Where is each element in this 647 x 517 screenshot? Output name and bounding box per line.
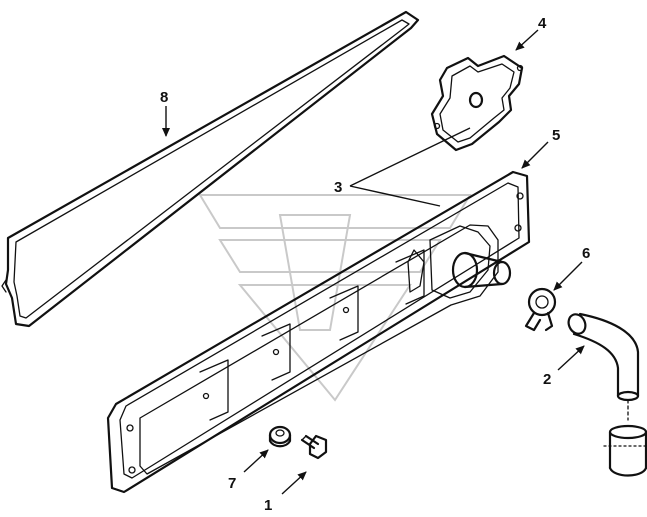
- callout-3: 3: [334, 179, 342, 196]
- leader-5: [521, 141, 549, 169]
- callout-leaders: [162, 29, 585, 495]
- callout-2: 2: [543, 371, 551, 388]
- watermark-logo: [198, 194, 472, 402]
- callout-6: 6: [582, 245, 590, 262]
- seal-washer-part-7: [268, 425, 292, 448]
- leader-1: [281, 471, 307, 495]
- clamp-part-6: [524, 287, 557, 332]
- callout-5: 5: [552, 127, 560, 144]
- callout-labels: 8 4 5 3 6 2 7 1: [160, 15, 590, 514]
- valve-cover-part-5: [106, 170, 531, 494]
- bolt-part-1: [300, 434, 328, 460]
- callout-8: 8: [160, 89, 168, 106]
- leader-3b: [349, 185, 441, 207]
- callout-1: 1: [264, 497, 272, 514]
- leader-6: [553, 261, 583, 291]
- leader-2: [557, 345, 585, 371]
- leader-4: [515, 29, 539, 51]
- baffle-plate-part-4: [430, 54, 524, 152]
- callout-4: 4: [538, 15, 547, 32]
- breather-hose-part-2: [567, 312, 647, 477]
- leader-7: [243, 449, 269, 473]
- callout-7: 7: [228, 475, 236, 492]
- gasket-part-8: [1, 10, 420, 328]
- leader-3a: [349, 127, 471, 187]
